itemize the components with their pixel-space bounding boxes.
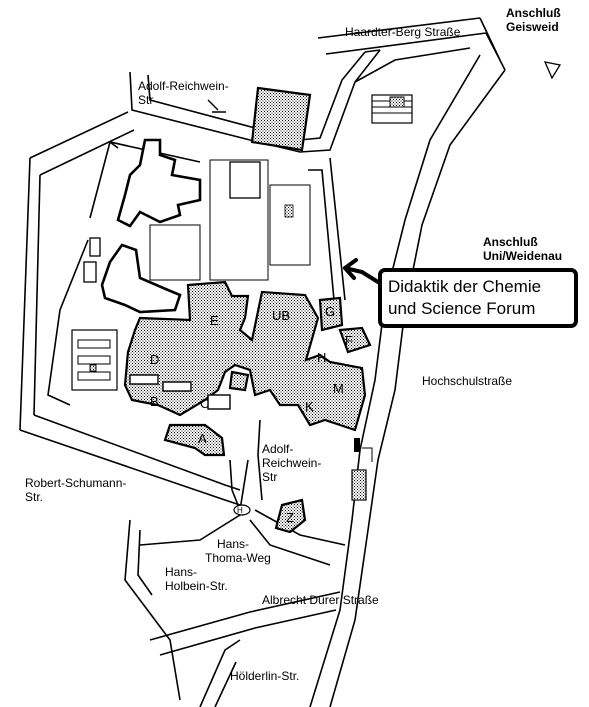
label-hans-thoma-2: Thoma-Weg	[205, 551, 271, 565]
callout-line-1: Didaktik der Chemie	[388, 277, 541, 296]
road-hans-thoma	[139, 509, 346, 566]
bus-stop-label: H	[237, 506, 243, 515]
label-hans-thoma-1: Hans-	[217, 537, 249, 551]
parking-lot-1	[229, 161, 261, 199]
label-building-g: G	[325, 304, 335, 319]
outline-buildings	[100, 138, 202, 314]
building-a	[163, 423, 226, 457]
street-labels: Haardter-Berg Straße Adolf-Reichwein- St…	[25, 25, 512, 683]
label-building-h: H	[317, 350, 326, 365]
east-shed	[351, 469, 367, 501]
small-bld-2	[83, 261, 97, 283]
triangle-marker	[543, 61, 562, 80]
building-north	[250, 86, 312, 152]
building-g	[318, 296, 344, 332]
label-albrecht-duerer: Albrecht Dürer Straße	[262, 593, 379, 607]
label-adolf-reichwein-mid-2: Reichwein-	[262, 456, 321, 470]
east-stub	[362, 447, 373, 462]
road-network	[19, 17, 506, 707]
label-haardter-berg: Haardter-Berg Straße	[345, 25, 461, 39]
building-west-mid	[100, 243, 182, 314]
label-building-b: B	[150, 394, 159, 409]
label-weidenau-1: Anschluß	[483, 235, 538, 249]
label-adolf-reichwein-mid-3: Str	[262, 470, 277, 484]
connection-labels: Anschluß Geisweid Anschluß Uni/Weidenau	[483, 6, 562, 263]
east-marker	[354, 438, 360, 452]
label-robert-schumann-2: Str.	[25, 490, 43, 504]
road-campus-south	[229, 419, 263, 513]
parking-area	[209, 159, 269, 281]
road-haardter-berg	[317, 17, 506, 71]
road-robert-schumann	[19, 414, 241, 506]
label-building-ub: UB	[272, 308, 290, 323]
label-building-z: Z	[286, 510, 294, 525]
callout-line-2: und Science Forum	[388, 299, 535, 318]
road-inner-ring	[47, 141, 201, 406]
label-building-a: A	[198, 431, 207, 446]
road-west-outer	[19, 111, 135, 431]
label-hoelderlin: Hölderlin-Str.	[230, 669, 299, 683]
wing-b-2	[162, 381, 192, 392]
small-icon-top	[207, 99, 226, 113]
callout-arrow	[343, 258, 380, 284]
campus-buildings	[123, 86, 372, 534]
building-main-complex	[123, 280, 367, 432]
label-building-c: C	[200, 396, 209, 411]
road-hochschulstrasse	[309, 54, 506, 707]
label-building-m: M	[333, 381, 344, 396]
label-building-d: D	[150, 352, 159, 367]
building-z	[274, 498, 307, 534]
road-east-campus	[308, 157, 346, 301]
wing-b-1	[129, 374, 159, 385]
label-robert-schumann-1: Robert-Schumann-	[25, 476, 126, 490]
label-building-k: K	[305, 399, 314, 414]
misc-structures	[71, 61, 562, 501]
small-kiosk	[284, 204, 294, 218]
building-small-south	[228, 370, 250, 392]
building-north-west	[116, 138, 202, 228]
label-building-e: E	[210, 313, 219, 328]
label-weidenau-2: Uni/Weidenau	[483, 249, 562, 263]
courtyard	[149, 224, 201, 281]
building-labels: E UB G F H M K D B C A Z	[150, 304, 353, 525]
label-adolf-reichwein-top-2: Str	[138, 93, 153, 107]
callout-box	[378, 268, 578, 328]
road-hans-holbein	[124, 519, 181, 701]
wing-c	[207, 394, 231, 410]
callout: Didaktik der Chemie und Science Forum	[343, 258, 578, 328]
label-hans-holbein-1: Hans-	[165, 565, 197, 579]
building-f	[338, 326, 372, 354]
sports-facility	[371, 94, 413, 124]
road-albrecht-duerer	[149, 591, 341, 656]
bus-stop: H	[233, 504, 251, 516]
label-adolf-reichwein-mid-1: Adolf-	[262, 442, 293, 456]
field-area	[269, 184, 311, 266]
small-bld-1	[89, 237, 101, 257]
road-ne-connector	[354, 47, 471, 83]
label-geisweid-1: Anschluß	[506, 6, 561, 20]
label-hochschulstrasse: Hochschulstraße	[422, 374, 512, 388]
label-building-f: F	[345, 333, 353, 348]
west-complex	[71, 329, 118, 391]
label-adolf-reichwein-top-1: Adolf-Reichwein-	[138, 79, 229, 93]
label-hans-holbein-2: Holbein-Str.	[165, 579, 228, 593]
label-geisweid-2: Geisweid	[506, 20, 559, 34]
road-hoelderlin	[199, 639, 241, 707]
